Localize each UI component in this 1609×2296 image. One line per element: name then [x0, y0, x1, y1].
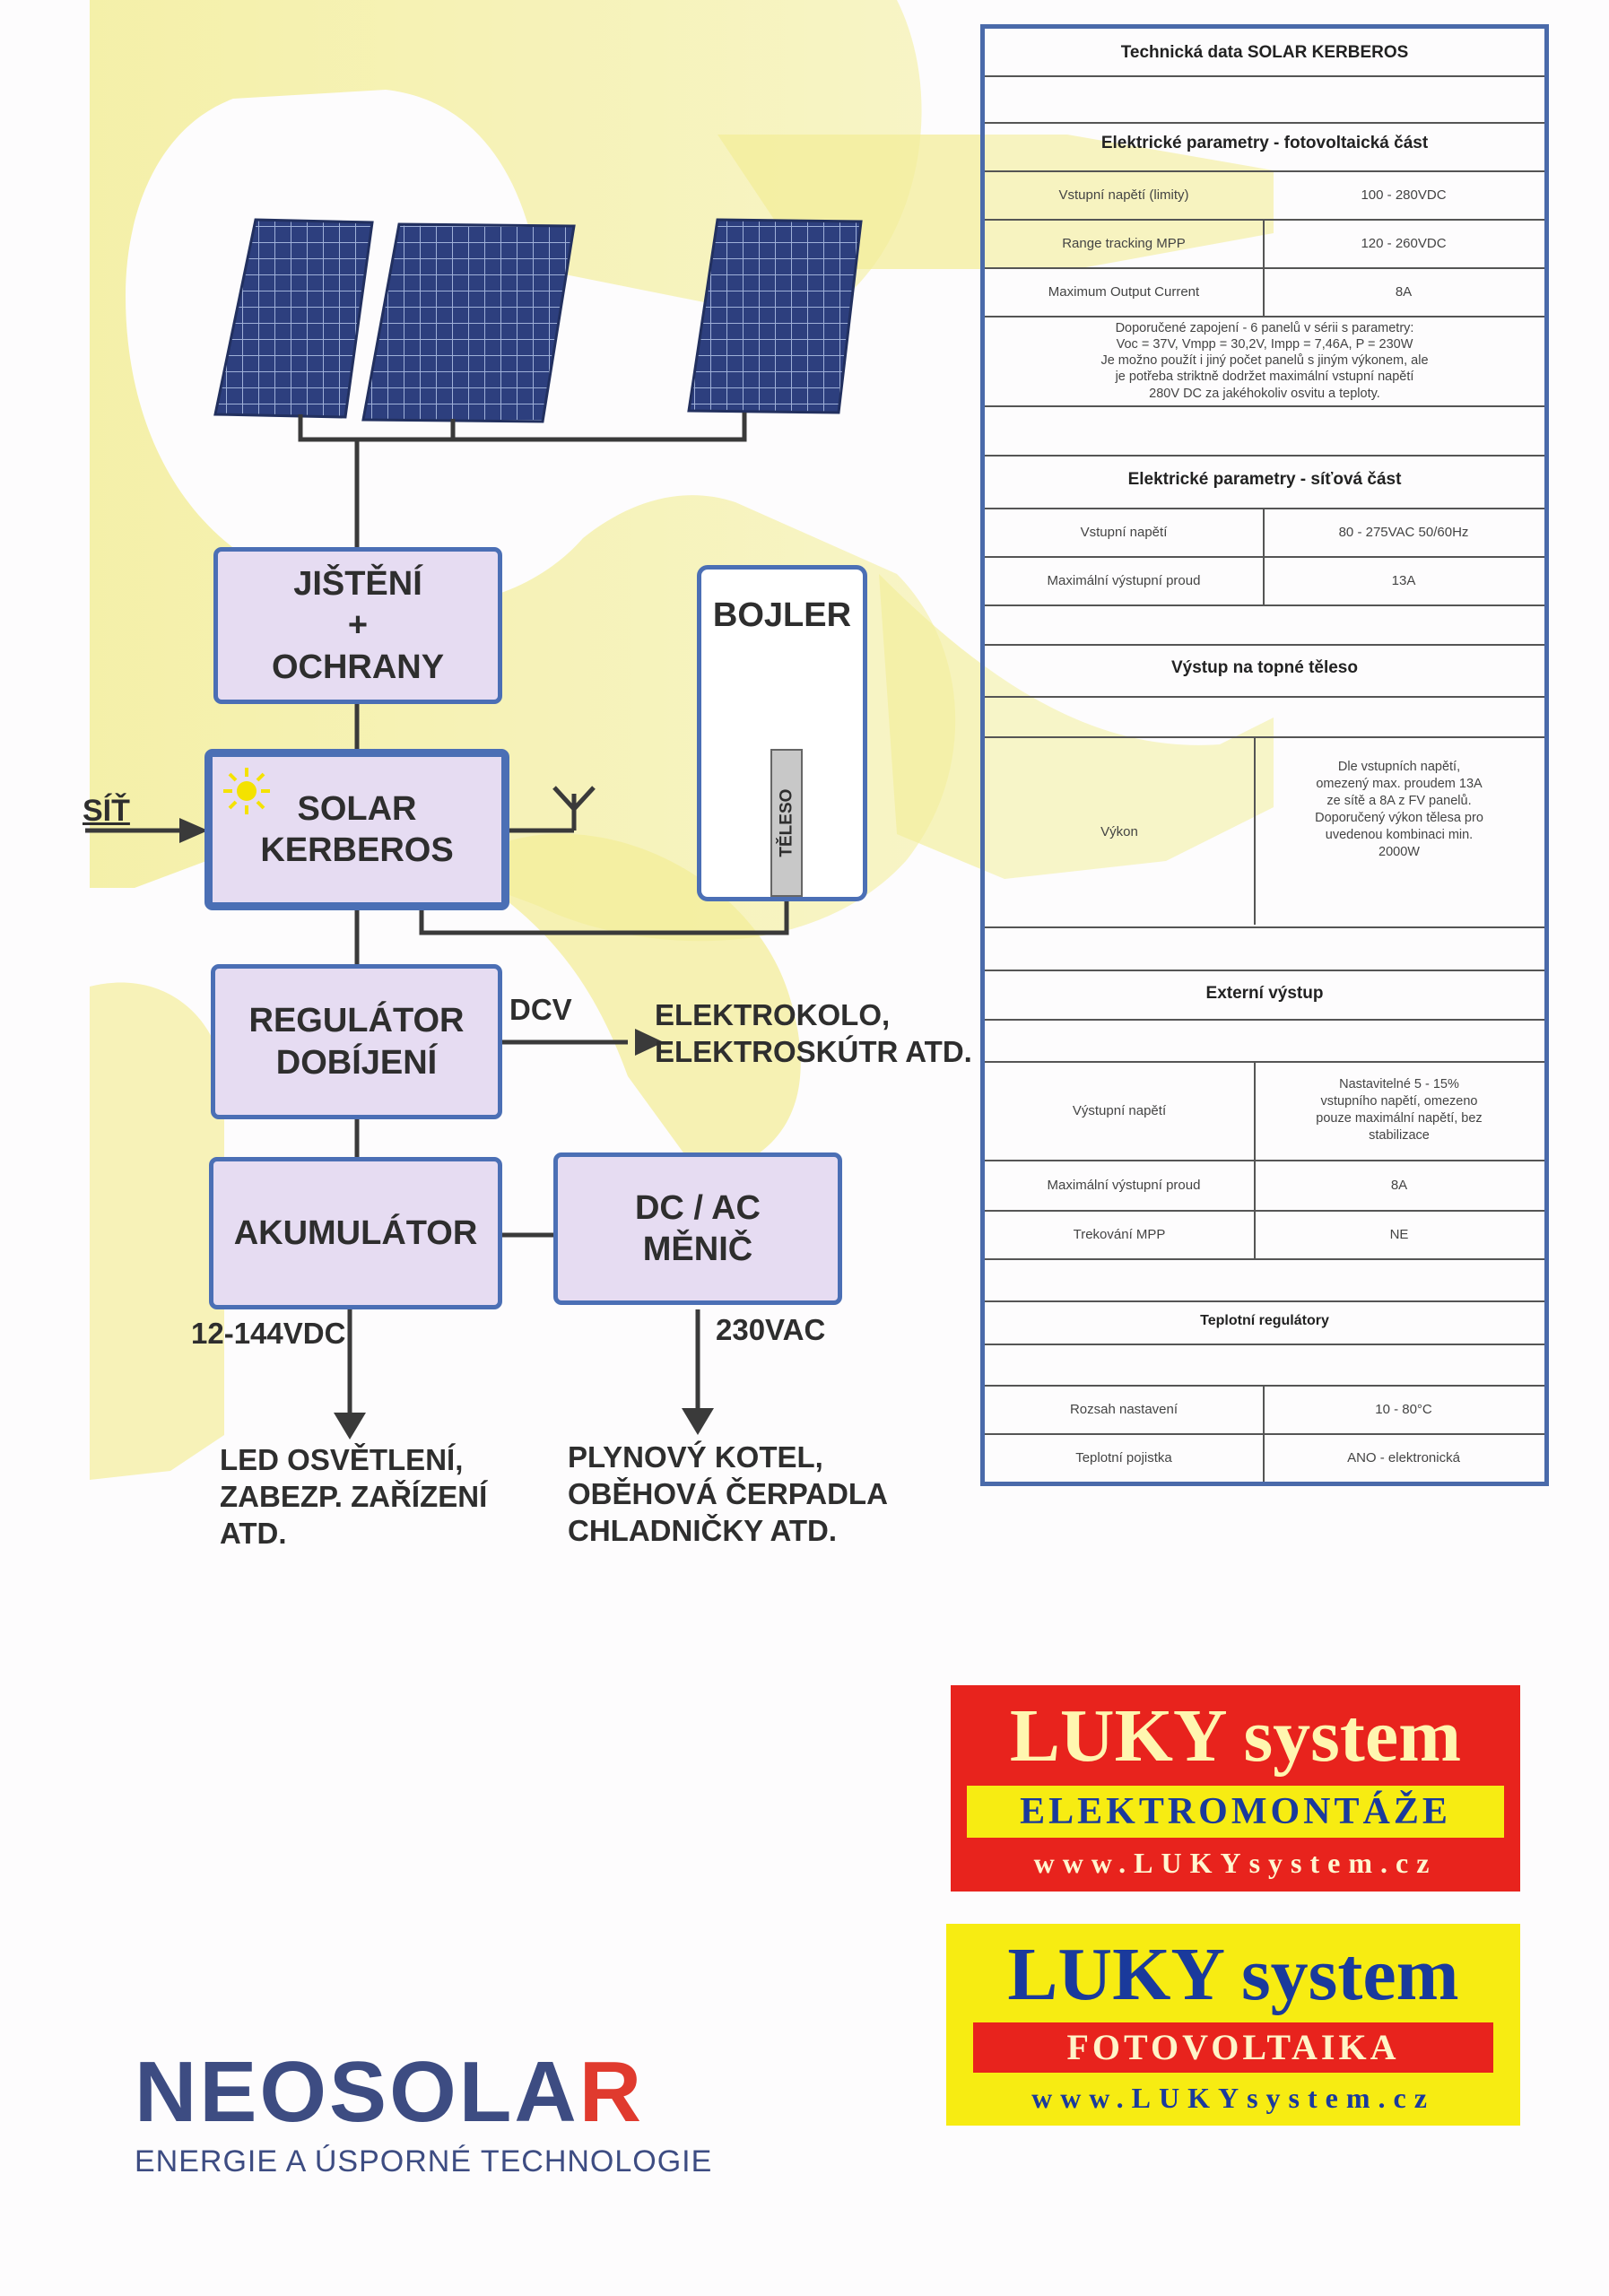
- row-label: Teplotní pojistka: [1075, 1449, 1172, 1465]
- block-label: KERBEROS: [260, 831, 454, 869]
- row-value: NE: [1389, 1226, 1409, 1242]
- block-label: +: [347, 606, 369, 645]
- row-label: Vstupní napětí: [1080, 524, 1168, 540]
- block-jisteni-ochrany: JIŠTĚNÍ + OCHRANY: [213, 547, 502, 704]
- block-akumulator: AKUMULÁTOR: [209, 1157, 502, 1309]
- solar-panel-2: [361, 222, 576, 423]
- row-value: 8A: [1395, 283, 1413, 300]
- sun-icon: [223, 768, 270, 814]
- row-value: 8A: [1390, 1177, 1408, 1193]
- block-bojler: BOJLER TĚLESO: [697, 565, 867, 901]
- solar-panel-3: [687, 218, 863, 414]
- row-value: ANO - elektronická: [1347, 1449, 1460, 1465]
- heating-element-label: TĚLESO: [777, 788, 796, 857]
- section-external-heading: Externí výstup: [1205, 984, 1324, 1003]
- row-value: 80 - 275VAC 50/60Hz: [1338, 524, 1469, 540]
- label-sit: SÍŤ: [83, 794, 130, 828]
- block-label: JIŠTĚNÍ: [293, 564, 422, 603]
- block-label: OCHRANY: [271, 648, 445, 686]
- luky-system-elektromontaze-logo: LUKY system ELEKTROMONTÁŽE www.LUKYsyste…: [951, 1685, 1520, 1892]
- heating-element: TĚLESO: [770, 749, 803, 897]
- block-label: BOJLER: [712, 596, 852, 634]
- block-regulator-dobijeni: REGULÁTOR DOBÍJENÍ: [211, 964, 502, 1119]
- section-heater-heading: Výstup na topné těleso: [1171, 658, 1358, 677]
- solar-panel-1: [213, 218, 374, 419]
- block-label: MĚNIČ: [642, 1231, 753, 1268]
- block-dc-ac-menic: DC / AC MĚNIČ: [553, 1152, 842, 1305]
- row-value: Nastavitelné 5 - 15%vstupního napětí, om…: [1316, 1077, 1483, 1143]
- table-title: Technická data SOLAR KERBEROS: [1120, 43, 1409, 62]
- section-grid-heading: Elektrické parametry - síťová část: [1127, 470, 1402, 489]
- label-230vac: 230VAC: [716, 1313, 826, 1346]
- row-label: Maximální výstupní proud: [1047, 572, 1201, 588]
- label-dcv: DCV: [509, 993, 572, 1026]
- block-label: DC / AC: [634, 1188, 761, 1227]
- neosolar-logo: NEOSOLAR ENERGIE A ÚSPORNÉ TECHNOLOGIE: [135, 2044, 713, 2179]
- section-fv-heading: Elektrické parametry - fotovoltaická čás…: [1100, 134, 1429, 152]
- row-label: Range tracking MPP: [1062, 235, 1186, 251]
- row-value: Dle vstupních napětí,omezený max. proude…: [1315, 760, 1483, 859]
- fv-recommendation-note: Doporučené zapojení - 6 panelů v sérii s…: [1100, 321, 1429, 401]
- connection-lines: [85, 413, 789, 1426]
- section-temp-heading: Teplotní regulátory: [1200, 1313, 1329, 1328]
- row-label: Maximální výstupní proud: [1047, 1177, 1201, 1193]
- block-label: REGULÁTOR: [248, 1002, 465, 1040]
- row-label: Rozsah nastavení: [1069, 1401, 1178, 1417]
- row-label: Trekování MPP: [1073, 1226, 1166, 1242]
- label-12-144vdc: 12-144VDC: [191, 1317, 346, 1350]
- block-label: AKUMULÁTOR: [233, 1213, 478, 1252]
- row-value: 10 - 80°C: [1375, 1401, 1432, 1417]
- antenna-icon: [507, 786, 596, 833]
- block-label: SOLAR: [297, 789, 417, 828]
- block-solar-kerberos: SOLAR KERBEROS: [204, 749, 509, 910]
- row-value: 100 - 280VDC: [1361, 187, 1447, 203]
- row-label: Výkon: [1100, 823, 1138, 839]
- arrowheads: [179, 818, 714, 1439]
- block-label: DOBÍJENÍ: [275, 1043, 438, 1082]
- label-elektrokolo: ELEKTROKOLO,ELEKTROSKÚTR ATD.: [655, 998, 972, 1068]
- row-value: 120 - 260VDC: [1361, 235, 1447, 251]
- row-value: 13A: [1391, 572, 1416, 588]
- luky-system-fotovoltaika-logo: LUKY system FOTOVOLTAIKA www.LUKYsystem.…: [946, 1924, 1520, 2126]
- row-label: Vstupní napětí (limity): [1058, 187, 1189, 203]
- row-label: Výstupní napětí: [1072, 1102, 1167, 1118]
- technical-data-table: Technická data SOLAR KERBEROS Elektrické…: [980, 24, 1549, 1486]
- row-label: Maximum Output Current: [1048, 283, 1200, 300]
